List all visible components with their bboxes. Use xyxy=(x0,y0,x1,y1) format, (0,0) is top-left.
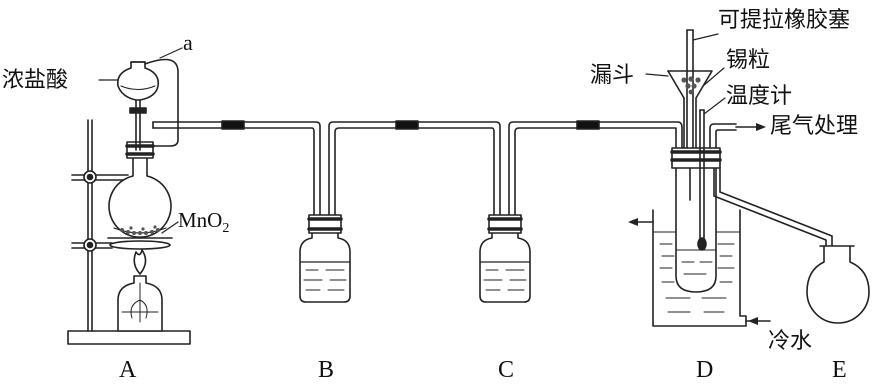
label-tail-gas: 尾气处理 xyxy=(770,114,859,139)
iron-ring xyxy=(71,238,171,252)
label-tin-granules: 锡粒 xyxy=(726,48,771,73)
rubber-connector-1 xyxy=(221,120,245,130)
apparatus-d xyxy=(628,29,833,327)
tail-gas-tube xyxy=(709,123,737,149)
label-funnel: 漏斗 xyxy=(590,63,635,88)
label-cold-water: 冷水 xyxy=(768,329,813,354)
upper-clamp xyxy=(71,170,129,184)
label-apparatus-d: D xyxy=(696,357,714,383)
stand-base xyxy=(67,330,191,345)
inlet-arrow xyxy=(748,317,758,325)
label-apparatus-c: C xyxy=(498,357,515,383)
label-mno2: MnO2 xyxy=(178,210,229,236)
label-thermometer: 温度计 xyxy=(726,84,793,109)
label-apparatus-b: B xyxy=(318,357,335,383)
mno2-subscript: 2 xyxy=(222,221,230,236)
thermometer xyxy=(697,109,707,251)
mno2-solid xyxy=(120,225,160,235)
test-tube-d xyxy=(675,167,717,293)
round-bottom-flask xyxy=(108,157,172,238)
liquid-b xyxy=(303,269,347,291)
label-conc-hcl: 浓盐酸 xyxy=(2,68,69,93)
outlet-arrow xyxy=(628,218,638,226)
tail-gas-arrow xyxy=(756,123,766,131)
label-rubber-stopper: 可提拉橡胶塞 xyxy=(718,8,851,33)
label-a: a xyxy=(183,30,193,55)
gas-pipes xyxy=(152,120,683,279)
apparatus-b xyxy=(299,214,351,303)
funnel xyxy=(667,70,713,149)
apparatus-c xyxy=(479,214,531,303)
mno2-formula: MnO xyxy=(178,208,223,232)
bath-water xyxy=(659,243,735,313)
tin-granules xyxy=(681,76,701,95)
rubber-connector-3 xyxy=(576,120,600,130)
side-tube-de xyxy=(713,167,827,247)
leader-lines xyxy=(98,33,726,234)
label-apparatus-e: E xyxy=(832,357,847,383)
pressure-tube-a xyxy=(144,58,179,147)
separatory-funnel xyxy=(116,58,179,151)
rubber-connector-2 xyxy=(395,120,419,130)
apparatus-a xyxy=(67,58,191,345)
flask-e xyxy=(806,245,870,324)
liquid-c xyxy=(483,269,527,291)
alcohol-lamp xyxy=(117,249,163,332)
flame xyxy=(133,249,147,275)
label-apparatus-a: A xyxy=(119,357,137,383)
apparatus-e xyxy=(806,245,870,324)
